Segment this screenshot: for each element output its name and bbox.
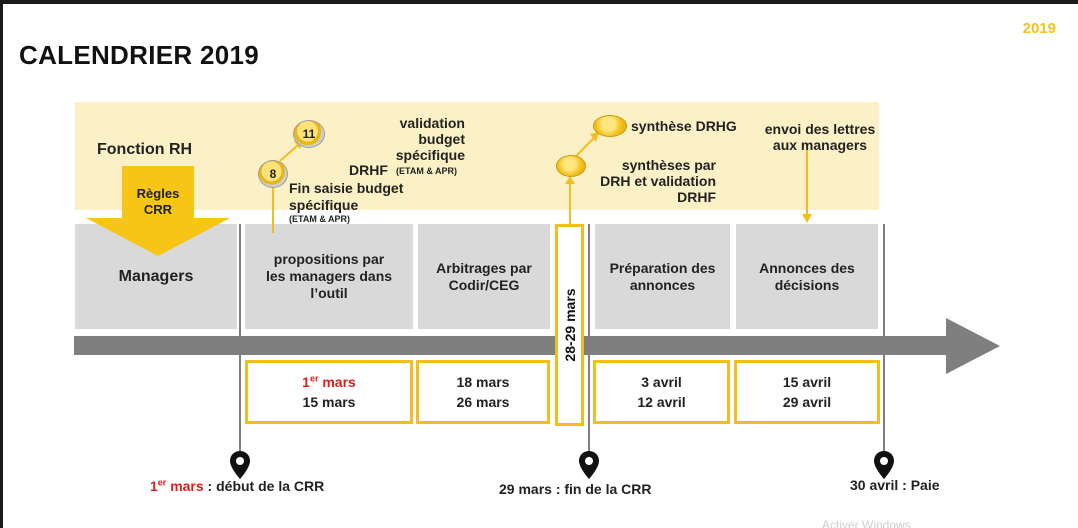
date-start-num: 1 [302, 374, 310, 390]
windows-watermark: Activer Windows [822, 518, 911, 528]
phase-label: Managers [118, 268, 194, 285]
synthesis-drhg-label: synthèse DRHG [631, 118, 737, 134]
date-line-2: 29 avril [782, 394, 832, 410]
start-line [239, 224, 241, 456]
date-line-1: 15 avril [782, 374, 832, 390]
date-box-preparation: 3 avril 12 avril [593, 360, 730, 424]
start-text: : début de la CRR [203, 478, 325, 494]
page-title: CALENDRIER 2019 [19, 40, 260, 70]
down-arrow-icon [86, 166, 230, 256]
end-line [588, 224, 590, 456]
frame-top-border [0, 0, 1078, 4]
date-line-2: 12 avril [637, 394, 686, 410]
milestone-11-icon: 11 [293, 120, 325, 148]
synthesis-connector-icon [565, 132, 599, 224]
timeline-arrowhead-icon [946, 318, 1000, 374]
milestone-8-label: Fin saisie budget spécifique [289, 180, 404, 213]
rules-label: Règles CRR [136, 186, 180, 217]
milestone-8-scope: (ETAM & APR) [289, 214, 350, 224]
synthesis-drh-label: synthèses par DRH et validation DRHF [600, 157, 716, 205]
phase-annonces: Annonces des décisions [736, 224, 878, 329]
start-crr-label: 1er mars : début de la CRR [150, 478, 324, 494]
letters-label: envoi des lettres aux managers [764, 121, 876, 153]
end-crr-label: 29 mars : fin de la CRR [499, 481, 652, 497]
milestone-8-icon: 8 [258, 160, 288, 188]
date-line-1: 18 mars [456, 374, 510, 390]
milestone-11-scope: (ETAM & APR) [396, 166, 457, 176]
milestone-11-drhf: DRHF [349, 162, 388, 178]
paie-line [883, 224, 885, 456]
phase-label: Arbitrages par Codir/CEG [436, 259, 532, 293]
paie-location-pin-icon [874, 451, 894, 479]
letters-connector-icon [802, 150, 812, 223]
phase-arbitrages: Arbitrages par Codir/CEG [418, 224, 550, 329]
phase-propositions: propositions par les managers dans l’out… [245, 224, 413, 329]
paie-label: 30 avril : Paie [850, 477, 940, 493]
start-month: mars [166, 478, 204, 494]
date-line-1: 1er mars [302, 372, 356, 392]
phase-label: Préparation des annonces [609, 259, 716, 293]
start-location-pin-icon [230, 451, 250, 479]
start-day-sup: er [157, 477, 167, 488]
synthesis-period-box [555, 224, 584, 426]
date-start-month: mars [318, 374, 356, 390]
date-line-1: 3 avril [641, 374, 682, 390]
phase-preparation: Préparation des annonces [595, 224, 730, 329]
timeline-bar [74, 336, 949, 355]
synthesis-drh-icon [556, 155, 586, 177]
end-location-pin-icon [579, 451, 599, 479]
synthesis-drhg-icon [593, 115, 627, 137]
milestone-11-number: 11 [302, 127, 316, 141]
phase-label: Annonces des décisions [759, 259, 855, 293]
date-box-propositions: 1er mars 15 mars [245, 360, 413, 424]
hr-function-label: Fonction RH [97, 141, 193, 158]
hr-function-band [75, 102, 879, 210]
milestone-11-label: validation budget spécifique [395, 115, 465, 163]
phase-label: propositions par les managers dans l’out… [265, 251, 393, 301]
year-badge: 2019 [1022, 20, 1056, 37]
milestone-8-number: 8 [269, 167, 277, 181]
date-box-arbitrages: 18 mars 26 mars [416, 360, 550, 424]
date-line-2: 15 mars [302, 394, 356, 410]
frame-left-border [0, 0, 3, 528]
date-start-sup: er [309, 373, 319, 384]
date-box-annonces: 15 avril 29 avril [734, 360, 880, 424]
synthesis-period-label: 28-29 mars [562, 288, 578, 362]
start-day: 1 [150, 478, 158, 494]
date-line-2: 26 mars [456, 394, 510, 410]
